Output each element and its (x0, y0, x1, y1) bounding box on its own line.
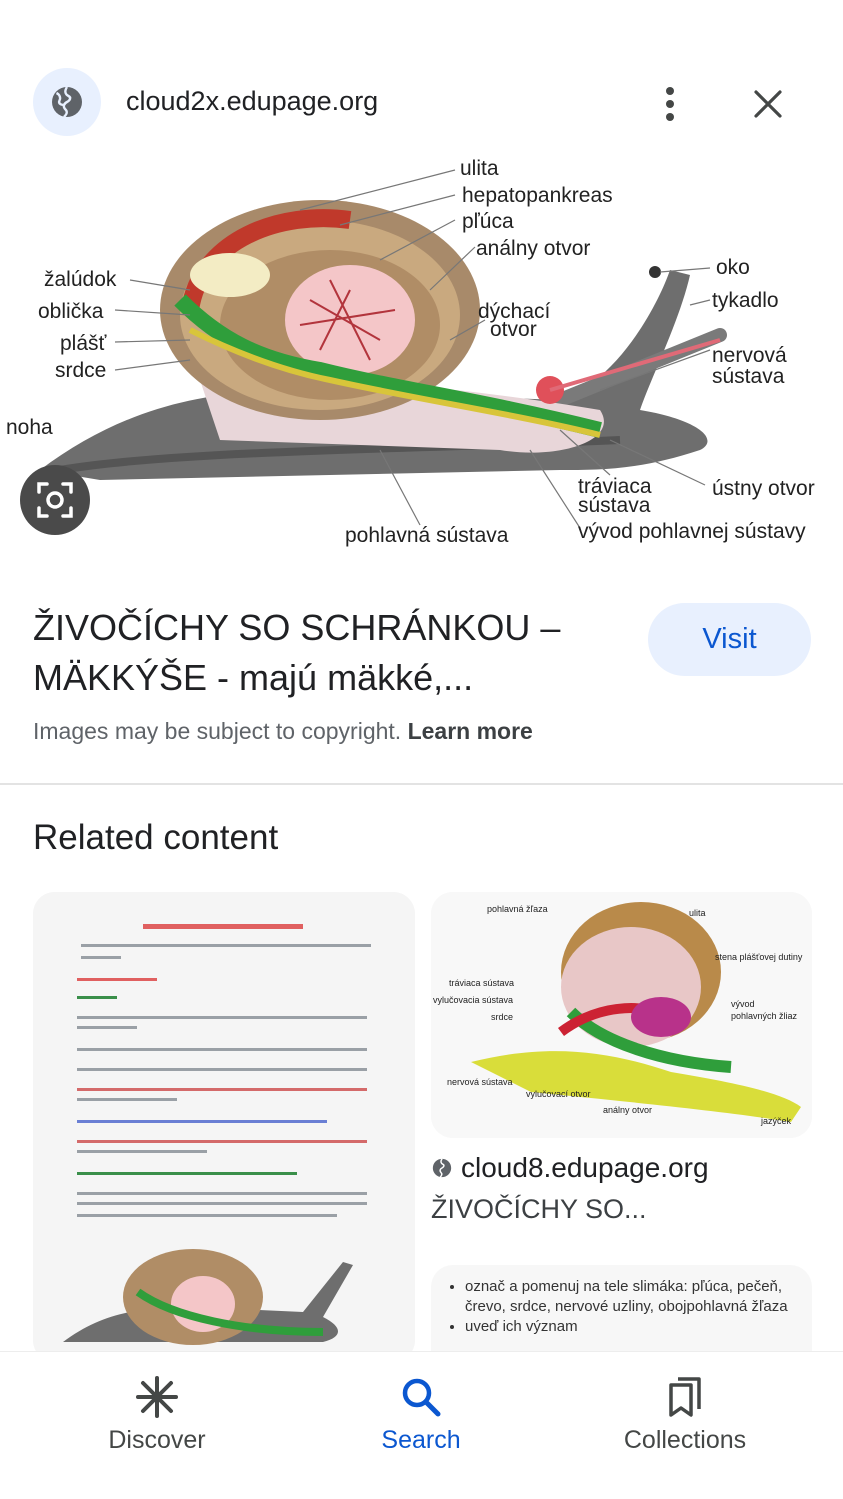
label-srdce: srdce (55, 359, 106, 382)
nav-search[interactable]: Search (321, 1374, 521, 1455)
globe-icon (52, 86, 82, 118)
label-ustny-otvor: ústny otvor (712, 477, 815, 500)
related-content-heading: Related content (33, 818, 279, 857)
thumb-label-stena: stena plášťovej dutiny (715, 952, 803, 962)
asterisk-icon (136, 1376, 178, 1418)
related-card-source[interactable]: cloud8.edupage.org (431, 1152, 709, 1184)
label-pohlavna-sustava: pohlavná sústava (345, 524, 509, 547)
nav-collections-label: Collections (623, 1426, 747, 1454)
related-source-name: cloud8.edupage.org (461, 1152, 709, 1183)
label-plast: plášť (60, 332, 108, 355)
thumb-label-nervova: nervová sústava (447, 1077, 513, 1087)
thumb-label-vylucovacia: vylučovacia sústava (433, 995, 513, 1005)
top-bar: cloud2x.edupage.org (0, 60, 843, 146)
nav-discover[interactable]: Discover (57, 1374, 257, 1455)
label-pluca: pľúca (462, 210, 514, 233)
thumb-label-vylucovaci: vylučovací otvor (526, 1089, 591, 1099)
bookmarks-icon (669, 1377, 701, 1417)
document-thumbnail (33, 892, 415, 1362)
label-hepatopankreas: hepatopankreas (462, 184, 613, 207)
site-host[interactable]: cloud2x.edupage.org (126, 86, 379, 116)
label-vyvod: vývod pohlavnej sústavy (578, 520, 806, 543)
visit-button[interactable]: Visit (648, 603, 811, 676)
thumb-label-pohlavna-zlaza: pohlavná žľaza (487, 904, 548, 914)
label-analny-otvor: análny otvor (476, 237, 590, 260)
result-title[interactable]: ŽIVOČÍCHY SO SCHRÁNKOU – MÄKKÝŠE - majú … (33, 607, 561, 698)
nav-search-label: Search (381, 1426, 461, 1454)
close-button[interactable] (744, 80, 792, 128)
thumb-label-analny: análny otvor (603, 1105, 652, 1115)
divider (0, 783, 843, 785)
related-card-document[interactable] (33, 892, 415, 1362)
label-noha: noha (6, 416, 53, 439)
label-dychaci: dýchací (478, 300, 551, 323)
label-tykadlo: tykadlo (712, 289, 779, 312)
related-card-bullets: označ a pomenuj na tele slimáka: pľúca, … (431, 1277, 812, 1337)
bullet-item: označ a pomenuj na tele slimáka: pľúca, … (465, 1277, 812, 1317)
google-lens-button[interactable] (20, 465, 90, 535)
label-oblicka: oblička (38, 300, 104, 323)
thumb-label-jazycek: jazýček (760, 1116, 792, 1126)
related-card-text[interactable]: označ a pomenuj na tele slimáka: pľúca, … (431, 1265, 812, 1375)
close-icon (754, 90, 782, 118)
copyright-text: Images may be subject to copyright. (33, 718, 402, 744)
label-sustava: sústava (712, 365, 785, 388)
thumb-label-vyvod-zliaz: pohlavných žliaz (731, 1011, 798, 1021)
more-options-button[interactable] (650, 80, 690, 128)
search-icon (402, 1378, 441, 1417)
label-otvor: otvor (490, 318, 537, 341)
bullet-item: uveď ich význam (465, 1317, 812, 1337)
thumb-label-ulita: ulita (689, 908, 706, 918)
related-card-image[interactable]: pohlavná žľaza ulita stena plášťovej dut… (431, 892, 812, 1138)
bottom-navigation: Discover Search Collections (0, 1352, 843, 1499)
label-zaludok: žalúdok (44, 268, 117, 291)
thumb-label-vyvod: vývod (731, 999, 755, 1009)
snail-diagram-thumbnail: pohlavná žľaza ulita stena plášťovej dut… (431, 892, 812, 1138)
google-lens-icon (37, 482, 73, 518)
site-globe-button[interactable] (33, 68, 101, 136)
label-oko: oko (716, 256, 750, 279)
copyright-notice: Images may be subject to copyright. Lear… (33, 718, 533, 745)
thumb-label-srdce: srdce (491, 1012, 513, 1022)
more-vert-icon (666, 87, 674, 121)
related-card-caption[interactable]: ŽIVOČÍCHY SO... (431, 1194, 647, 1224)
label-nervova: nervová (712, 344, 787, 367)
thumb-label-traviaca: tráviaca sústava (449, 978, 514, 988)
nav-discover-label: Discover (108, 1426, 206, 1454)
globe-icon (432, 1158, 452, 1178)
learn-more-link[interactable]: Learn more (407, 718, 533, 744)
nav-collections[interactable]: Collections (585, 1374, 785, 1455)
label-traviaca-sustava: sústava (578, 494, 651, 517)
label-ulita: ulita (460, 157, 499, 180)
label-traviaca: tráviaca (578, 475, 652, 498)
snail-anatomy-diagram: ulita hepatopankreas pľúca análny otvor … (6, 157, 815, 547)
result-image[interactable]: ulita hepatopankreas pľúca análny otvor … (0, 150, 843, 560)
